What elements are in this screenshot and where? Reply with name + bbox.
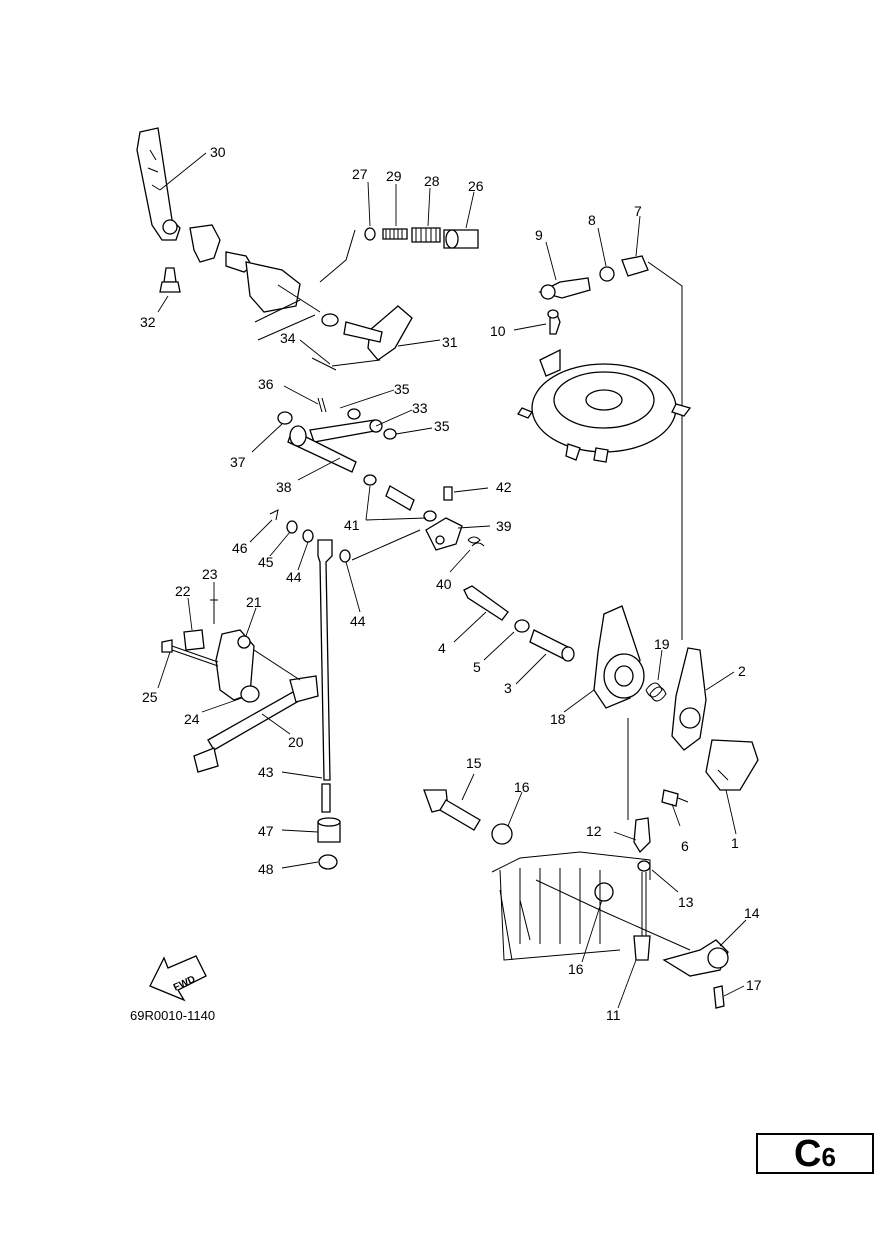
callout-12: 12 xyxy=(586,823,602,839)
callout-39: 39 xyxy=(496,518,512,534)
callout-17: 17 xyxy=(746,977,762,993)
callout-44: 44 xyxy=(350,613,366,629)
callout-9: 9 xyxy=(535,227,543,243)
callout-40: 40 xyxy=(436,576,452,592)
callout-24: 24 xyxy=(184,711,200,727)
callout-18: 18 xyxy=(550,711,566,727)
callout-11: 11 xyxy=(606,1007,621,1023)
callout-46: 46 xyxy=(232,540,248,556)
callout-31: 31 xyxy=(442,334,458,350)
page-id-box: C6 xyxy=(756,1133,874,1174)
part-drawings xyxy=(136,127,759,1009)
callout-8: 8 xyxy=(588,212,596,228)
callout-10: 10 xyxy=(490,323,506,339)
callout-20: 20 xyxy=(288,734,304,750)
callout-36: 36 xyxy=(258,376,274,392)
callout-22: 22 xyxy=(175,583,191,599)
callout-21: 21 xyxy=(246,594,262,610)
callout-23: 23 xyxy=(202,566,218,582)
callout-47: 47 xyxy=(258,823,274,839)
callout-15: 15 xyxy=(466,755,482,771)
callout-33: 33 xyxy=(412,400,428,416)
page-id-number: 6 xyxy=(821,1142,836,1172)
leader-lines xyxy=(157,152,747,1009)
callout-27: 27 xyxy=(352,166,368,182)
callout-7: 7 xyxy=(634,203,642,219)
callout-3: 3 xyxy=(504,680,512,696)
callout-35: 35 xyxy=(394,381,410,397)
callout-1: 1 xyxy=(731,835,739,851)
callout-29: 29 xyxy=(386,168,402,184)
callout-13: 13 xyxy=(678,894,694,910)
callout-34: 34 xyxy=(280,330,296,346)
callout-41: 41 xyxy=(344,517,360,533)
drawing-code: 69R0010-1140 xyxy=(130,1008,215,1023)
callout-38: 38 xyxy=(276,479,292,495)
callout-44: 44 xyxy=(286,569,302,585)
callout-26: 26 xyxy=(468,178,484,194)
callout-28: 28 xyxy=(424,173,440,189)
callout-35: 35 xyxy=(434,418,450,434)
callout-2: 2 xyxy=(738,663,746,679)
callout-14: 14 xyxy=(744,905,760,921)
callout-19: 19 xyxy=(654,636,670,652)
callout-16: 16 xyxy=(514,779,530,795)
callout-labels: 30 27 29 28 26 32 34 31 36 35 33 35 37 3… xyxy=(140,144,762,1023)
fwd-arrow-icon: FWD xyxy=(149,955,207,1002)
callout-6: 6 xyxy=(681,838,689,854)
callout-45: 45 xyxy=(258,554,274,570)
callout-30: 30 xyxy=(210,144,226,160)
callout-5: 5 xyxy=(473,659,481,675)
callout-43: 43 xyxy=(258,764,274,780)
callout-48: 48 xyxy=(258,861,274,877)
callout-42: 42 xyxy=(496,479,512,495)
callout-25: 25 xyxy=(142,689,158,705)
callout-32: 32 xyxy=(140,314,156,330)
callout-16: 16 xyxy=(568,961,584,977)
callout-37: 37 xyxy=(230,454,246,470)
callout-4: 4 xyxy=(438,640,446,656)
page-id-letter: C xyxy=(794,1133,822,1175)
